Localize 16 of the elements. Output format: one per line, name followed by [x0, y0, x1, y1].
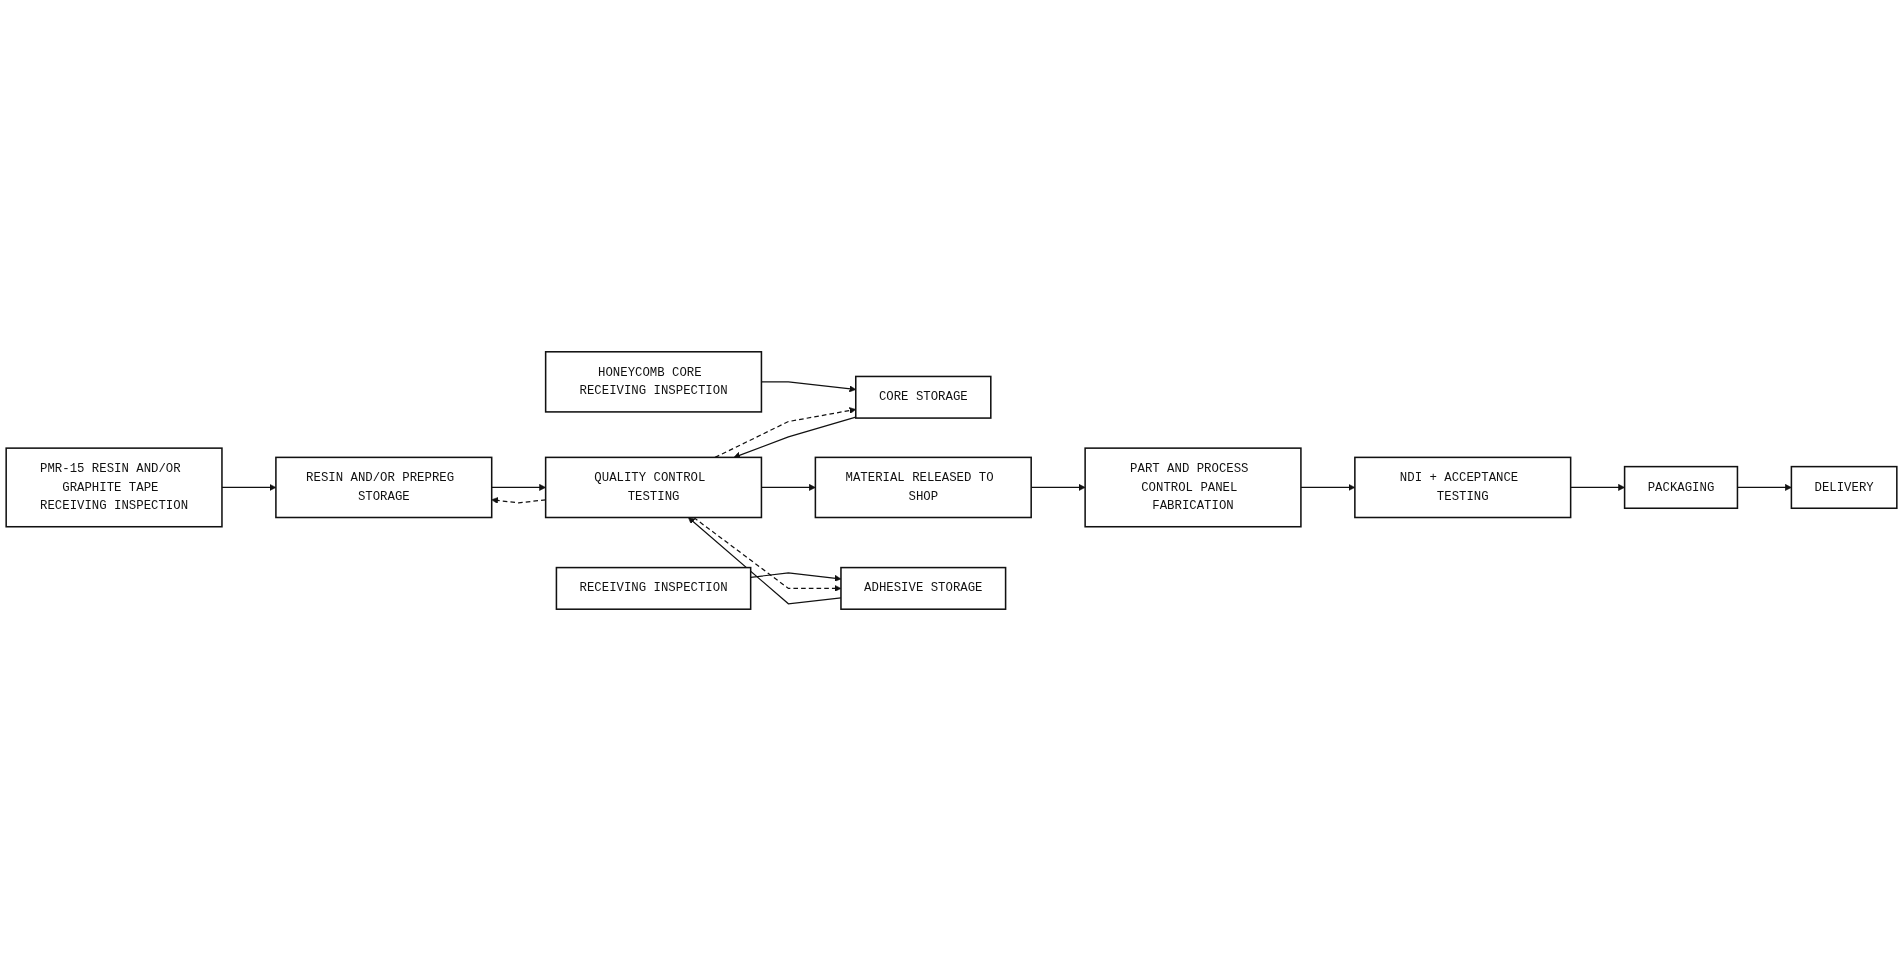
node-box: MATERIAL RELEASED TO SHOP — [814, 456, 1032, 519]
node-box: DELIVERY — [1790, 465, 1898, 509]
node-box: NDI + ACCEPTANCE TESTING — [1354, 456, 1572, 519]
arrow — [491, 484, 546, 491]
node-box: PART AND PROCESS CONTROL PANEL FABRICATION — [1084, 447, 1302, 528]
node-box: ADHESIVE STORAGE — [840, 566, 1007, 610]
node-box: PACKAGING — [1623, 465, 1739, 509]
node-box: CORE STORAGE — [855, 375, 992, 419]
node-box: PMR-15 RESIN AND/OR GRAPHITE TAPE RECEIVING INSPECTION — [5, 447, 223, 528]
node-box: RESIN AND/OR PREPREG STORAGE — [275, 456, 493, 519]
arrow — [733, 416, 857, 459]
arrow — [714, 407, 857, 458]
node-box: QUALITY CONTROL TESTING — [544, 456, 763, 519]
node-box: HONEYCOMB CORE RECEIVING INSPECTION — [544, 351, 763, 413]
node-box: RECEIVING INSPECTION — [555, 566, 752, 610]
arrow — [1570, 484, 1625, 491]
